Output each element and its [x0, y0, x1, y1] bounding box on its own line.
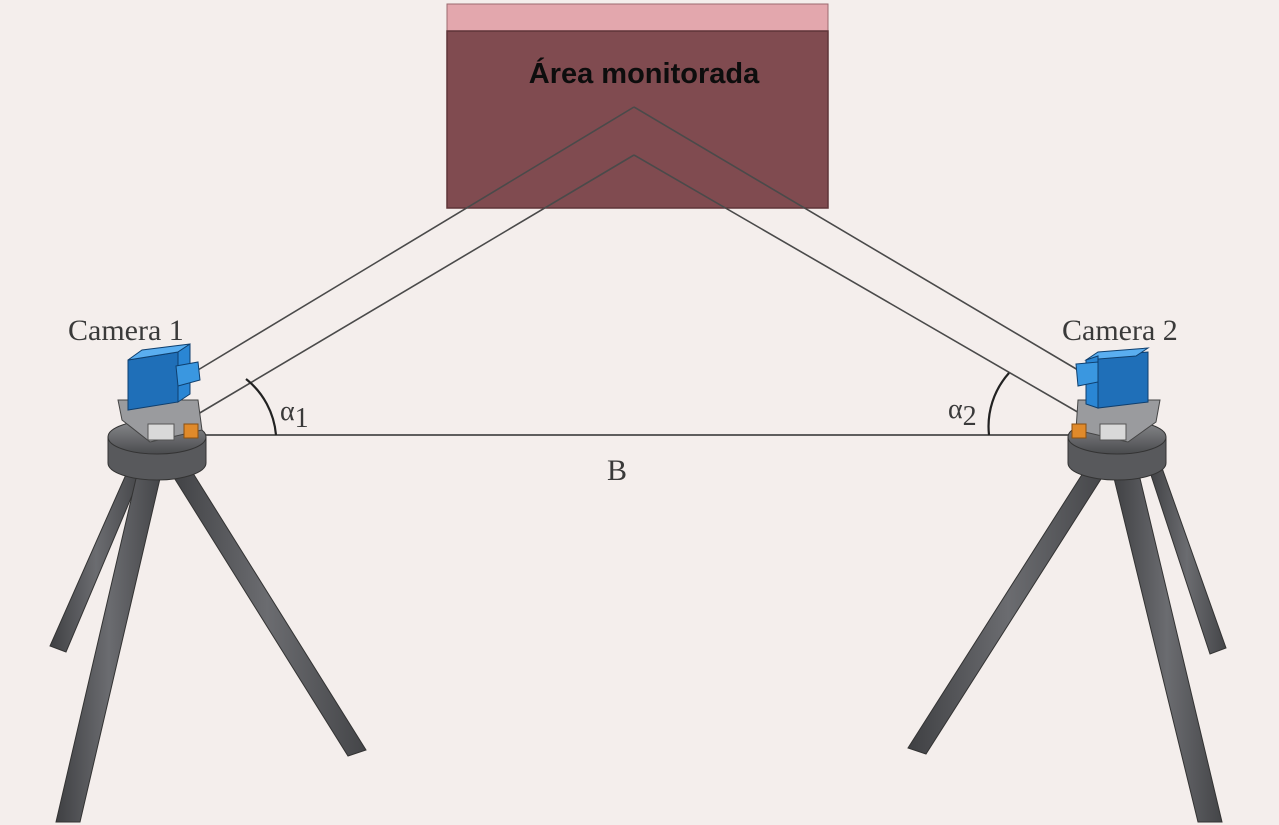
- camera-1-mount: [117, 399, 203, 443]
- angle-arc-left: [245, 378, 278, 436]
- tripod-right: [907, 347, 1227, 823]
- camera-1-body: [127, 343, 201, 411]
- camera-2-label: Camera 2: [1062, 314, 1178, 347]
- sight-line-cam2-inner: [633, 154, 1082, 415]
- angle-arc-right: [987, 372, 1010, 436]
- camera-1-knob: [183, 423, 199, 439]
- angle-label-right: α2: [948, 394, 977, 432]
- angle-right-symbol: α: [948, 394, 963, 425]
- angle-right-subscript: 2: [963, 401, 977, 432]
- angle-label-left: α1: [280, 396, 309, 434]
- camera-2-body: [1075, 347, 1150, 409]
- sight-lines: [192, 106, 1084, 415]
- tripod-right-leg-left: [907, 461, 1109, 755]
- monitored-area-top-strip: [446, 3, 829, 32]
- tripod-left: [49, 343, 367, 823]
- camera-1-label: Camera 1: [68, 314, 184, 347]
- camera-2-mount-plate: [1099, 423, 1127, 441]
- camera-2-knob: [1071, 423, 1087, 439]
- sight-line-cam1-inner: [197, 154, 635, 415]
- sight-line-cam1-outer: [192, 106, 635, 374]
- monitored-area-label: Área monitorada: [529, 56, 760, 90]
- sight-line-cam2-outer: [633, 106, 1084, 374]
- baseline-label: B: [607, 454, 627, 487]
- angle-left-symbol: α: [280, 396, 295, 427]
- angle-left-subscript: 1: [295, 403, 309, 434]
- monitored-area-box: [446, 30, 829, 209]
- monitored-area: Área monitorada: [446, 3, 829, 209]
- tripod-left-leg-right: [167, 461, 367, 757]
- camera-1-mount-plate: [147, 423, 175, 441]
